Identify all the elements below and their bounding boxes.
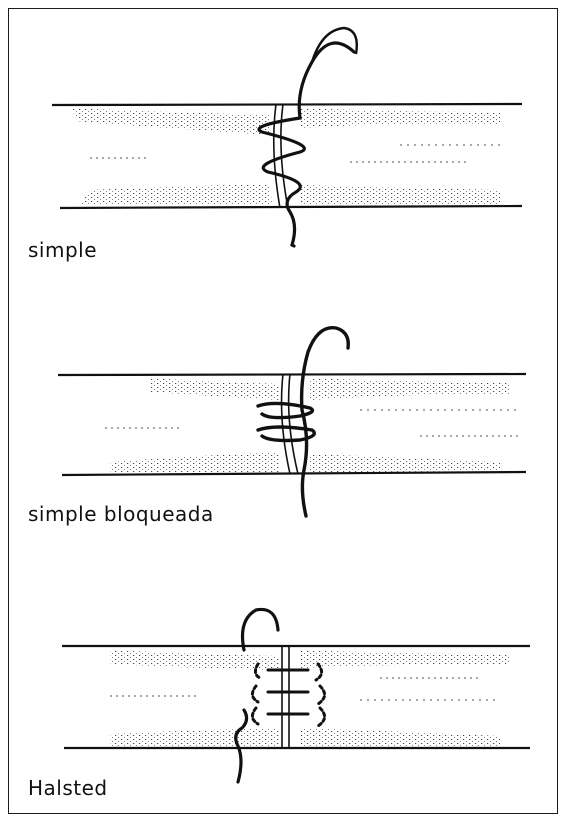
simple-suture-illustration [0,0,566,270]
caption-simple: simple [28,238,97,262]
anastomosis-line [282,646,289,748]
diagram-halsted: Halsted [0,550,566,820]
needle-icon [312,28,357,62]
diagram-simple: simple [0,0,566,270]
vessel-shading [105,378,520,473]
suture-thread [258,328,348,516]
caption-simple-bloqueada: simple bloqueada [28,502,214,526]
vessel-shading [110,650,510,746]
suture-thread [236,609,278,782]
anastomosis-line [282,374,298,474]
caption-halsted: Halsted [28,776,108,800]
diagram-simple-bloqueada: simple bloqueada [0,270,566,550]
